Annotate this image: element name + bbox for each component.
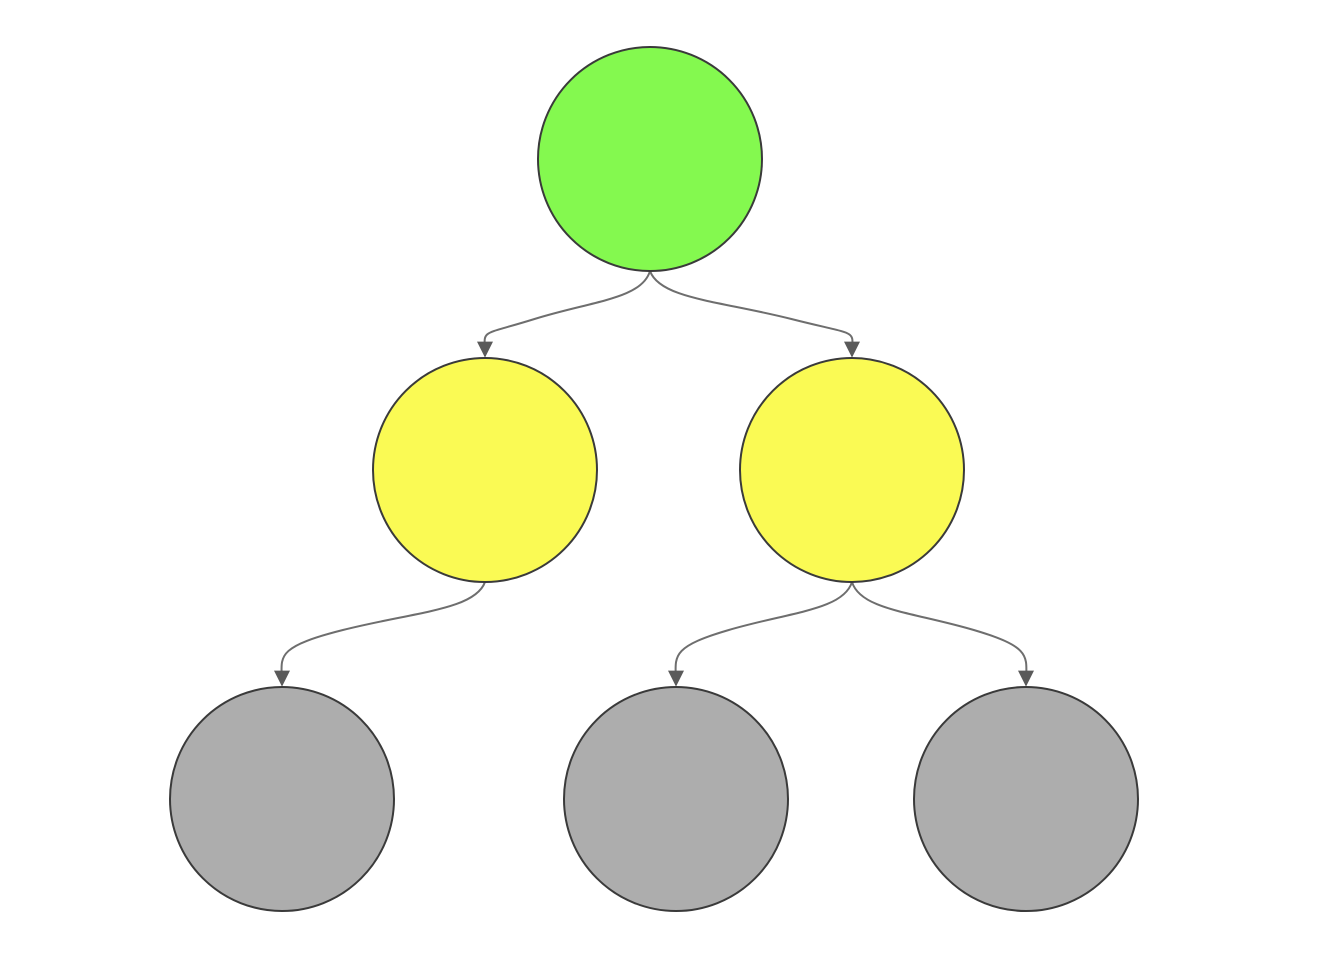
node-leaf-2 (563, 686, 789, 912)
edge-mid-right-to-leaf-2 (667, 581, 853, 687)
node-root (537, 46, 763, 272)
node-leaf-3 (913, 686, 1139, 912)
node-mid-left (372, 357, 598, 583)
edges-layer (273, 270, 1035, 687)
edge-mid-left-to-leaf-1 (273, 581, 486, 687)
node-mid-right (739, 357, 965, 583)
edge-root-to-mid-right (649, 270, 861, 358)
edge-root-to-mid-left (476, 270, 651, 358)
nodes-layer (169, 46, 1139, 912)
edge-mid-right-to-leaf-3 (851, 581, 1035, 687)
node-leaf-1 (169, 686, 395, 912)
